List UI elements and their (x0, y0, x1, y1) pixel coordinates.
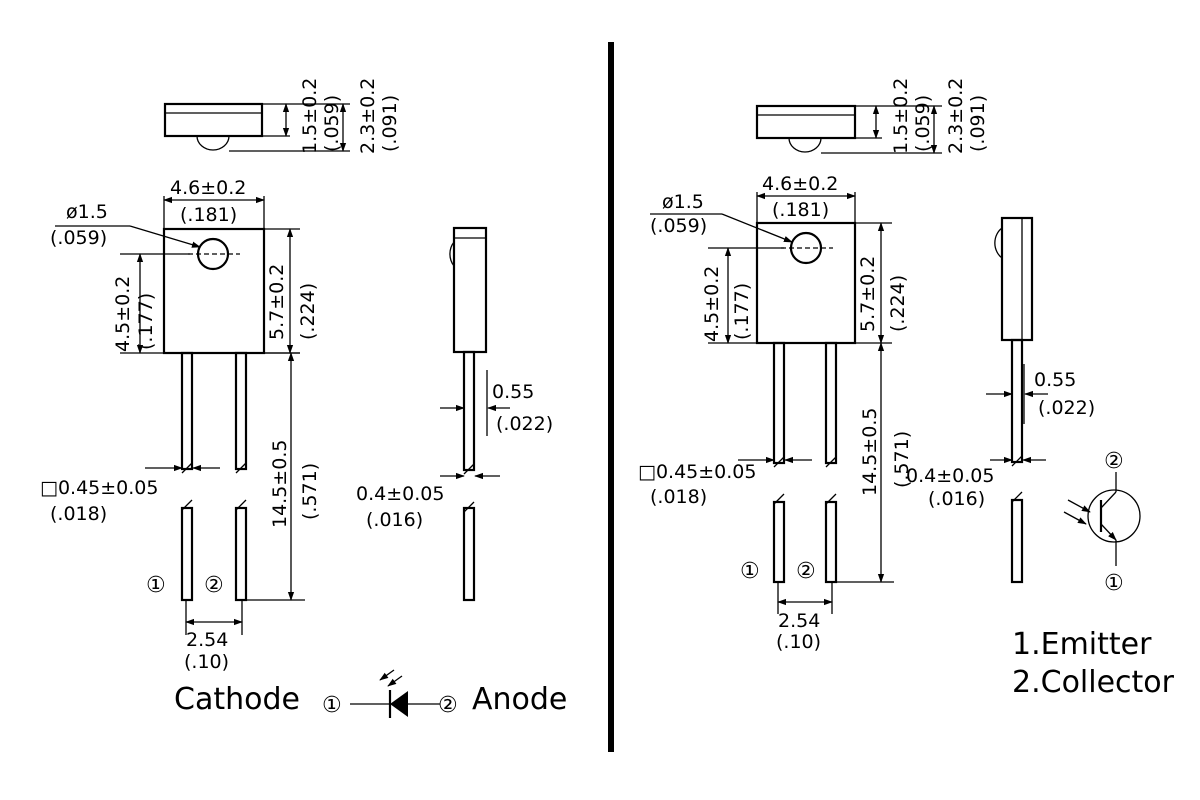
left-top-view: 1.5±0.2 (.059) 2.3±0.2 (.091) (163, 78, 401, 154)
left-pin1-marker: ① (146, 573, 166, 598)
right-lead-length-inch: (.571) (891, 431, 913, 488)
left-body-height-inch: (.224) (297, 283, 319, 340)
legend-pin2: ② (438, 693, 458, 718)
right-panel-phototransistor: 1.5±0.2 (.059) 2.3±0.2 (.091) 4.6±0.2 (.… (638, 78, 1175, 700)
phototransistor-icon: ② ① (1063, 449, 1141, 596)
anode-label: Anode (472, 682, 567, 717)
left-lead-square: □0.45±0.05 (40, 477, 158, 499)
left-side-lead-thickness-inch: (.016) (366, 509, 423, 531)
right-hole-dia: ø1.5 (662, 191, 704, 213)
right-hole-dia-inch: (.059) (650, 215, 707, 237)
left-package-body (162, 227, 266, 355)
right-side-lead-width-inch: (.022) (1038, 397, 1095, 419)
left-leads: □0.45±0.05 (.018) 14.5±0.5 (.571) ① ② 2.… (40, 351, 321, 673)
left-pin2-marker: ② (204, 573, 224, 598)
left-width-dim-inch: (.181) (180, 204, 237, 226)
right-side-lead-width: 0.55 (1034, 369, 1076, 391)
left-hole-height-inch: (.177) (135, 293, 157, 350)
right-top-total: 2.3±0.2 (945, 78, 967, 154)
right-top-total-inch: (.091) (967, 95, 989, 152)
right-front-view: 4.6±0.2 (.181) ø1.5 (.059) 4.5±0.2 (.177… (650, 173, 909, 345)
right-top-view: 1.5±0.2 (.059) 2.3±0.2 (.091) (755, 78, 989, 154)
left-side-lead-width-inch: (.022) (496, 413, 553, 435)
collector-label: 2.Collector (1012, 665, 1175, 700)
right-top-thickness-inch: (.059) (912, 95, 934, 152)
left-width-dim: 4.6±0.2 (170, 177, 246, 199)
cathode-label: Cathode (174, 682, 300, 717)
led-diode-icon (350, 669, 440, 718)
symbol-pin1: ① (1104, 571, 1124, 596)
left-lead-length: 14.5±0.5 (269, 440, 291, 528)
left-top-thickness: 1.5±0.2 (299, 78, 321, 154)
right-width-dim-inch: (.181) (772, 199, 829, 221)
right-hole-height-inch: (.177) (731, 283, 753, 340)
right-side-view: 0.55 (.022) 0.4±0.05 (.016) (906, 216, 1095, 584)
left-lead-length-inch: (.571) (299, 463, 321, 520)
left-hole-dia-inch: (.059) (50, 227, 107, 249)
right-leads: □0.45±0.05 (.018) 14.5±0.5 (.571) ① ② 2.… (638, 341, 913, 653)
right-hole-height: 4.5±0.2 (701, 266, 723, 342)
left-side-view: 0.55 (.022) 0.4±0.05 (.016) (356, 226, 553, 602)
left-side-lead-width: 0.55 (492, 381, 534, 403)
symbol-pin2: ② (1104, 449, 1124, 474)
left-pitch-inch: (.10) (184, 651, 229, 673)
right-pin2-marker: ② (796, 559, 816, 584)
left-hole-height: 4.5±0.2 (112, 276, 134, 352)
right-lead-length: 14.5±0.5 (859, 408, 881, 496)
right-pitch: 2.54 (778, 610, 820, 632)
right-pitch-inch: (.10) (776, 631, 821, 653)
left-hole-dia: ø1.5 (66, 201, 108, 223)
right-side-lead-thickness-inch: (.016) (928, 488, 985, 510)
right-lead-square-inch: (.018) (650, 486, 707, 508)
left-front-view: 4.6±0.2 (.181) ø1.5 (.059) 4.5±0.2 (.177… (50, 177, 319, 355)
right-body-height-inch: (.224) (887, 275, 909, 332)
left-lead-square-inch: (.018) (50, 503, 107, 525)
right-side-lead-thickness: 0.4±0.05 (906, 465, 994, 487)
right-body-height: 5.7±0.2 (857, 256, 879, 332)
left-pitch: 2.54 (186, 629, 228, 651)
emitter-label: 1.Emitter (1012, 627, 1152, 662)
left-top-total-inch: (.091) (379, 95, 401, 152)
left-side-lead-thickness: 0.4±0.05 (356, 483, 444, 505)
right-width-dim: 4.6±0.2 (762, 173, 838, 195)
left-pin-legend: Cathode ① ② Anode (174, 669, 567, 718)
right-package-body (755, 221, 857, 345)
left-panel-led: 1.5±0.2 (.059) 2.3±0.2 (.091) 4.6±0.2 (.… (40, 78, 567, 718)
left-top-total: 2.3±0.2 (357, 78, 379, 154)
legend-pin1: ① (322, 693, 342, 718)
right-top-thickness: 1.5±0.2 (890, 78, 912, 154)
left-body-height: 5.7±0.2 (266, 264, 288, 340)
right-pin1-marker: ① (740, 559, 760, 584)
left-top-thickness-inch: (.059) (321, 95, 343, 152)
right-lead-square: □0.45±0.05 (638, 461, 756, 483)
